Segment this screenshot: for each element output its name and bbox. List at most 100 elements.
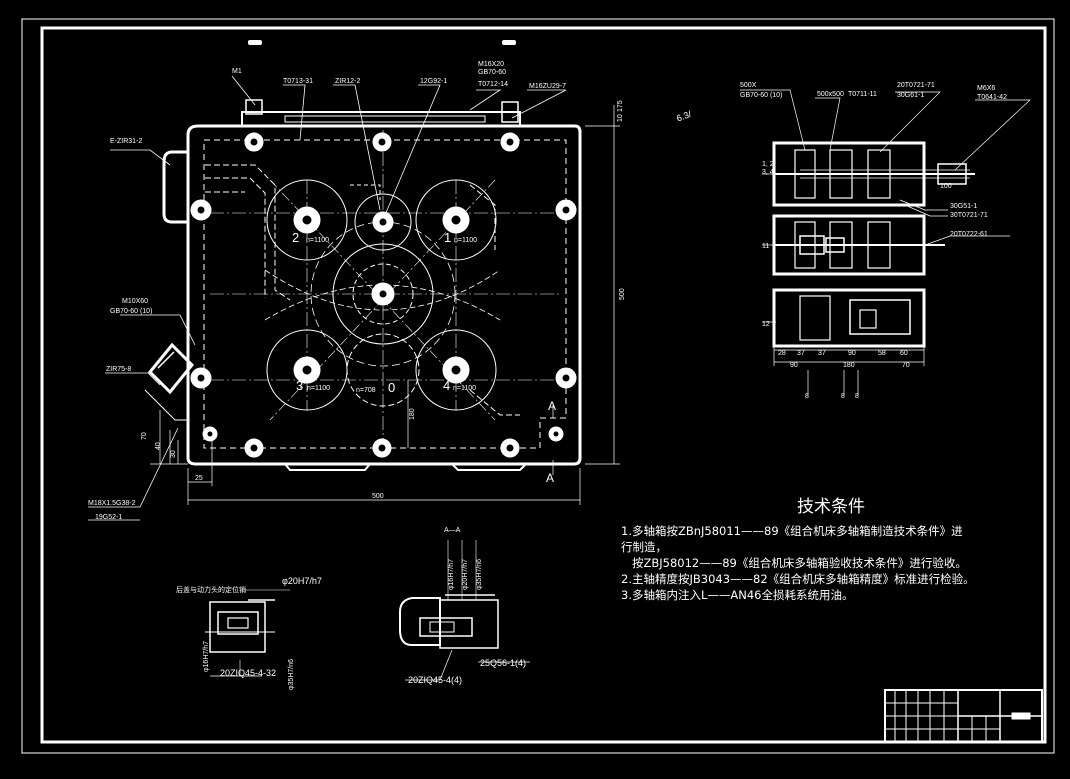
- spindle-no-0: 0: [388, 380, 395, 395]
- zio45-left-label: 20ZIQ45-4-32: [220, 668, 276, 678]
- tech-note-line-2: 行制造，: [621, 540, 667, 554]
- phi16-aa-label: φ16H7/h7: [448, 559, 455, 590]
- tech-note-line-3: 按ZBJ58012——89《组合机床多轴箱验收技术条件》进行验收。: [621, 556, 967, 570]
- dim-top-5: 60: [900, 350, 908, 357]
- dim-40: 40: [155, 442, 162, 450]
- spindle-speed-2: n=1100: [306, 237, 329, 244]
- row-label-3-4: 3, 4: [762, 169, 774, 176]
- side-label-t0721b: 30T0721-71: [950, 212, 988, 219]
- technical-notes-title: 技术条件: [797, 497, 865, 517]
- main-dimension-lines: [150, 105, 620, 505]
- dim-top-1: 37: [797, 350, 805, 357]
- title-block: [884, 689, 1043, 743]
- dim-175: 175: [617, 100, 624, 112]
- dim-bottom-2: 70: [902, 362, 910, 369]
- phi16-left-label: φ16H7/h7: [203, 641, 210, 672]
- spindle-speed-3: n=1100: [307, 385, 330, 392]
- dim-180: 180: [409, 408, 416, 420]
- left-oil-cup: [162, 150, 188, 224]
- label-m18: M18X1.5G38-2: [88, 500, 136, 507]
- label-m16zu: M16ZU29-7: [529, 83, 566, 90]
- top-cover: [241, 111, 521, 127]
- label-g52: 19G52-1: [95, 514, 122, 521]
- dim-500-bottom: 500: [372, 493, 384, 500]
- label-t0713: T0713-31: [283, 78, 313, 85]
- spindle-hubs: [293, 206, 470, 384]
- row-label-1-2: 1, 2: [762, 161, 774, 168]
- spindle-no-1: 1: [444, 230, 451, 245]
- phi35-aa-label: φ35H7/n6: [476, 559, 483, 590]
- main-dimensions: 500 25 500 180 70 40 30 10 175 A A: [141, 100, 626, 500]
- spindle-no-2: 2: [292, 230, 299, 245]
- dim-bottom-0: 90: [790, 362, 798, 369]
- label-m10x60: M10X60: [122, 298, 148, 305]
- side-label-100: 100: [940, 183, 952, 190]
- outer-border: [21, 18, 1055, 754]
- spindle-speed-4: n=1100: [453, 385, 476, 392]
- label-m1: M1: [232, 68, 242, 75]
- spindle-no-3: 3: [296, 378, 303, 393]
- spindle-labels: 2 n=1100 1 n=1100 3 n=1100 4 n=1100 0 n=…: [292, 230, 477, 395]
- dim-top-0: 28: [778, 350, 786, 357]
- arrow-8-a: 8: [805, 393, 809, 400]
- dim-70: 70: [141, 432, 148, 440]
- locating-pin-caption: 后盖与动力头的定位销: [176, 585, 246, 594]
- surface-finish-mark: 6.3/: [675, 109, 693, 124]
- dim-top-2: 37: [818, 350, 826, 357]
- side-label-gb: GB70-60 (10): [740, 92, 782, 99]
- label-gb7060b: GB70-60 (10): [110, 308, 152, 315]
- tech-note-line-4: 2.主轴精度按JB3043——82《组合机床多轴箱精度》标准进行检验。: [621, 572, 975, 586]
- label-t0712: T0712-14: [478, 81, 508, 88]
- side-label-t0722: 20T0722-61: [950, 231, 988, 238]
- section-mark-a-bottom: A: [546, 471, 554, 485]
- phi20-label: φ20H7/h7: [282, 576, 322, 586]
- spindle-speed-1: n=1100: [454, 237, 477, 244]
- label-g92: 12G92-1: [420, 78, 447, 85]
- arrow-8-b: 8: [841, 393, 845, 400]
- side-view: [740, 89, 1031, 395]
- zio45-aa-label: 20ZIQ45-4(4): [408, 675, 462, 685]
- label-ezir: E-ZIR31-2: [110, 138, 142, 145]
- section-labels: A—A 后盖与动力头的定位销 φ20H7/h7 φ16H7/h7 φ35H7/n…: [176, 527, 526, 690]
- row-label-11: 11: [762, 243, 769, 250]
- row-label-12: 12: [762, 321, 770, 328]
- section-views: [205, 540, 530, 681]
- top-tick-right: [502, 40, 516, 45]
- side-label-t0711: T0711-11: [848, 91, 877, 98]
- label-zir122: ZIR12-2: [335, 78, 360, 85]
- side-label-g61: 30G61-1: [897, 92, 924, 99]
- main-view: [144, 99, 582, 471]
- phi20-aa-label: φ20H7/h7: [462, 559, 469, 590]
- section-aa-title: A—A: [444, 527, 461, 534]
- tech-note-line-1: 1.多轴箱按ZBnJ58011——89《组合机床多轴箱制造技术条件》进: [621, 524, 963, 538]
- dim-top-3: 90: [848, 350, 856, 357]
- side-label-500x500: 500x500: [817, 91, 844, 98]
- side-label-t0721: 20T0721-71: [897, 82, 935, 89]
- side-label-g511: 30G51-1: [950, 203, 977, 210]
- section-mark-a-top: A: [548, 399, 556, 413]
- side-callouts: 500X GB70-60 (10) 500x500 T0711-11 20T07…: [740, 82, 1007, 400]
- dim-10: 10: [617, 114, 624, 122]
- main-callouts: M1 T0713-31 ZIR12-2 12G92-1 M16X20 GB70-…: [88, 61, 566, 521]
- tech-note-line-5: 3.多轴箱内注入L——AN46全损耗系统用油。: [621, 588, 854, 602]
- side-label-500x: 500X: [740, 82, 757, 89]
- dim-500-right: 500: [619, 288, 626, 300]
- side-label-m6x6: M6X6: [977, 85, 995, 92]
- gearbox-body: [186, 124, 582, 466]
- arrow-8-c: 8: [855, 393, 859, 400]
- dim-25: 25: [195, 475, 203, 482]
- callout-leaders: [88, 75, 567, 521]
- top-tick-left: [248, 40, 262, 45]
- label-gb7060a: GB70-60: [478, 69, 506, 76]
- bolt-holes: [190, 132, 577, 458]
- label-m16x20: M16X20: [478, 61, 504, 68]
- q56-label: 25Q56-1(4): [480, 658, 526, 668]
- label-zir75: ZIR75-8: [106, 366, 131, 373]
- spindle-speed-0: n=708: [356, 387, 376, 394]
- phi35-left-label: φ35H7/n6: [288, 659, 295, 690]
- spindle-no-4: 4: [443, 378, 450, 393]
- dim-top-4: 58: [878, 350, 886, 357]
- technical-notes: 技术条件 1.多轴箱按ZBnJ58011——89《组合机床多轴箱制造技术条件》进…: [621, 492, 1041, 603]
- dim-30: 30: [170, 450, 177, 458]
